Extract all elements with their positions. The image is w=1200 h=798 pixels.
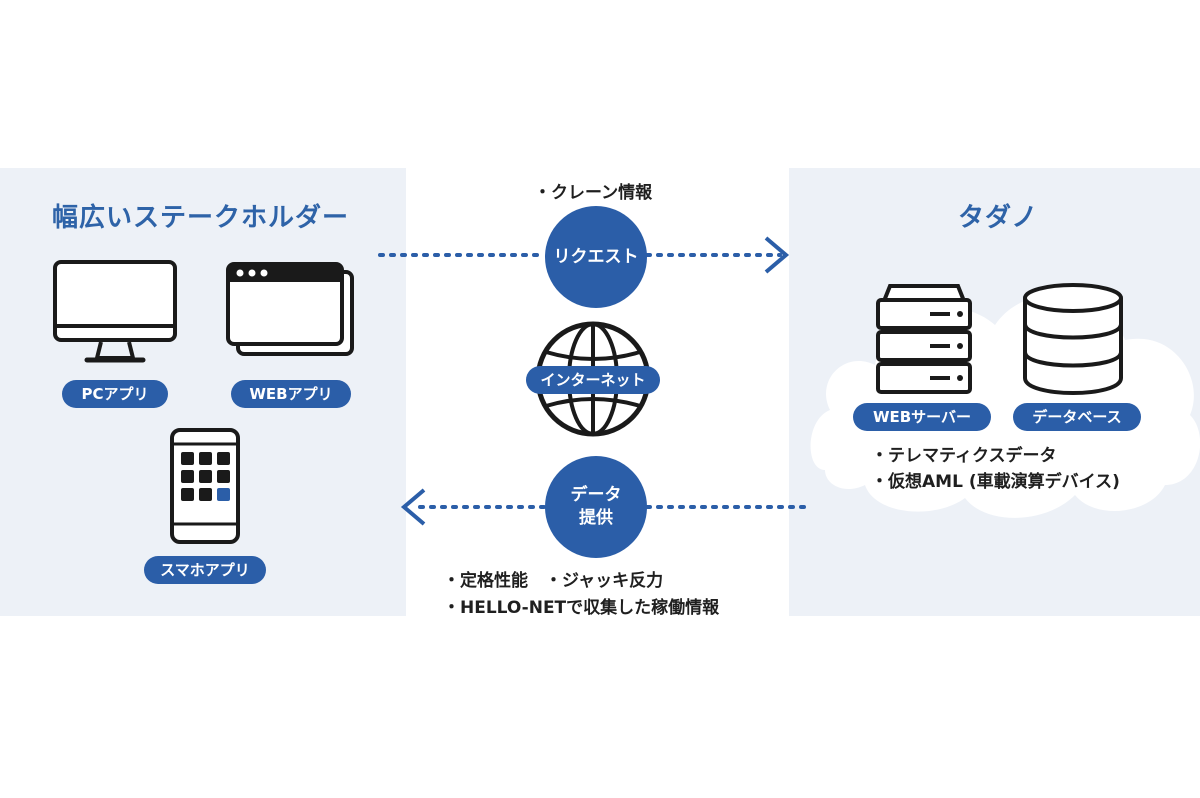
request-circle: リクエスト bbox=[545, 206, 647, 308]
smartphone-app-pill: スマホアプリ bbox=[144, 556, 266, 584]
web-server-pill: WEBサーバー bbox=[853, 403, 991, 431]
crane-info-note: ・クレーン情報 bbox=[534, 183, 653, 203]
monitor-icon bbox=[53, 260, 177, 363]
virtual-aml-note: ・仮想AML (車載演算デバイス) bbox=[871, 472, 1120, 492]
rated-performance-note: ・定格性能 ・ジャッキ反力 bbox=[443, 571, 664, 591]
database-pill: データベース bbox=[1013, 403, 1141, 431]
arrow-right-icon bbox=[764, 236, 790, 274]
data-label: データ bbox=[570, 485, 622, 506]
server-rack-icon bbox=[876, 284, 972, 394]
arrow-left-icon bbox=[400, 488, 426, 526]
provision-label: 提供 bbox=[579, 508, 613, 528]
web-app-pill: WEBアプリ bbox=[231, 380, 351, 408]
data-provision-circle: データ 提供 bbox=[545, 456, 647, 558]
pc-app-pill: PCアプリ bbox=[62, 380, 168, 408]
hello-net-note: ・HELLO-NETで収集した稼働情報 bbox=[443, 598, 720, 618]
database-icon bbox=[1023, 283, 1123, 395]
telematics-note: ・テレマティクスデータ bbox=[871, 446, 1057, 466]
browser-window-icon bbox=[226, 262, 354, 356]
smartphone-icon bbox=[170, 428, 240, 544]
internet-pill: インターネット bbox=[526, 366, 660, 394]
stakeholders-title: 幅広いステークホルダー bbox=[52, 203, 350, 233]
tadano-title: タダノ bbox=[958, 203, 1039, 233]
request-label: リクエスト bbox=[553, 246, 639, 267]
